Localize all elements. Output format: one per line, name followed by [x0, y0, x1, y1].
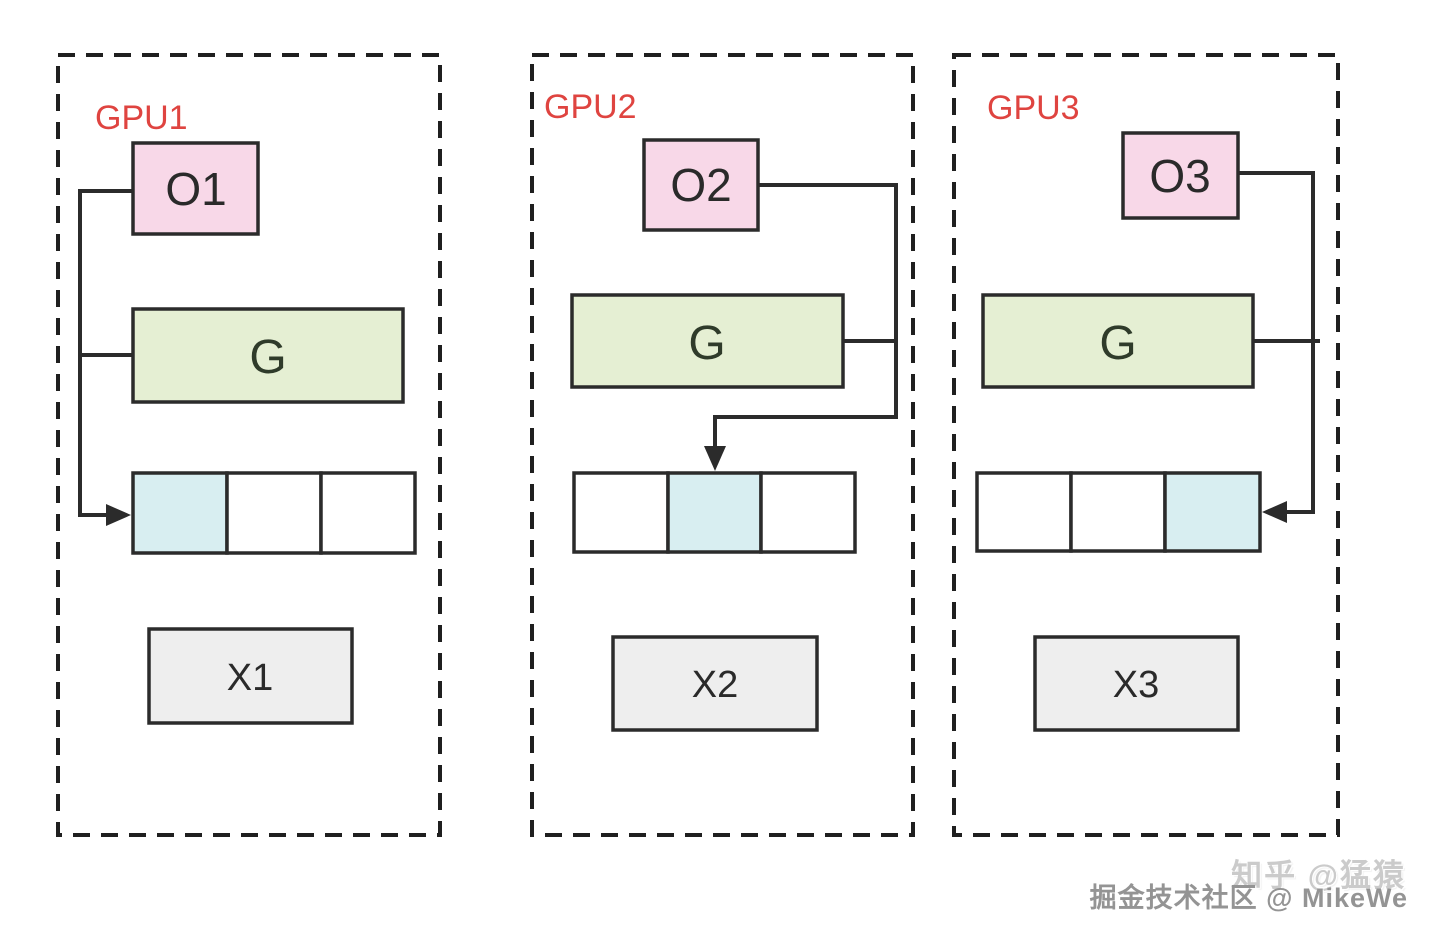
gpu1-data-label: X1 — [227, 657, 273, 699]
gpu1-optimizer-box — [131, 141, 260, 236]
gpu1-param-cell-2 — [225, 471, 323, 555]
gpu1-param-cell-3 — [319, 471, 417, 555]
gpu1-panel-border — [56, 53, 442, 837]
gpu2-gradient-label: G — [688, 317, 725, 370]
gpu3-param-cell-2 — [1069, 471, 1167, 553]
gpu3-optimizer-box — [1121, 131, 1240, 220]
gpu3-panel-border — [952, 53, 1340, 837]
gpu1-group: GPU1 O1 G X1 — [56, 53, 442, 837]
gpu3-data-label: X3 — [1113, 664, 1159, 706]
gpu3-label: GPU3 — [987, 89, 1080, 127]
gpu2-param-cell-2-highlight — [666, 471, 763, 554]
gpu3-arrow-left-icon — [1262, 501, 1287, 523]
gpu1-param-cell-1-highlight — [131, 471, 229, 555]
gpu1-data-box — [147, 627, 354, 725]
gpu2-label: GPU2 — [544, 88, 637, 126]
gpu2-data-box — [611, 635, 819, 732]
gpu3-gradient-box — [981, 293, 1255, 389]
gpu3-group: GPU3 O3 G X3 — [952, 53, 1340, 837]
gpu3-param-cell-3-highlight — [1163, 471, 1262, 553]
juejin-watermark: 掘金技术社区 @ MikeWe — [1089, 883, 1408, 913]
gpu2-param-cell-3 — [759, 471, 857, 554]
gpu1-gradient-label: G — [249, 331, 286, 384]
gpu3-gradient-label: G — [1099, 317, 1136, 370]
gpu2-panel-border — [530, 53, 915, 837]
gpu3-data-box — [1033, 635, 1240, 732]
gpu2-arrow-down-icon — [704, 446, 726, 471]
zhihu-watermark: 知乎 @猛猿 — [1231, 858, 1406, 893]
gpu1-optimizer-label: O1 — [165, 163, 226, 215]
gpu2-group: GPU2 O2 G X2 — [530, 53, 915, 837]
gpu2-data-label: X2 — [692, 664, 738, 706]
gpu2-rail-wire — [713, 183, 898, 450]
gpu3-param-cell-1 — [975, 471, 1073, 553]
gpu1-gradient-box — [131, 307, 405, 404]
gpu1-label: GPU1 — [95, 99, 188, 137]
gpu2-optimizer-label: O2 — [670, 159, 731, 211]
gpu2-param-cell-1 — [572, 471, 670, 554]
gpu2-optimizer-box — [642, 138, 760, 232]
gpu2-gradient-box — [570, 293, 845, 389]
gpu1-arrow-right-icon — [106, 504, 131, 526]
gpu3-optimizer-label: O3 — [1149, 150, 1210, 202]
